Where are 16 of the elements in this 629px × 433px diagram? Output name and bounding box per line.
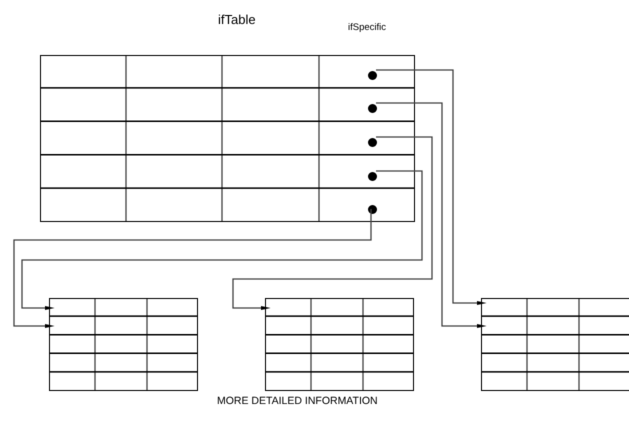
caption: MORE DETAILED INFORMATION xyxy=(217,395,378,407)
detail-table xyxy=(265,298,414,391)
arrow xyxy=(376,69,487,305)
pointer-dot xyxy=(368,172,377,181)
detail-table xyxy=(49,298,198,391)
arrow xyxy=(376,102,487,328)
arrow xyxy=(13,209,372,328)
table-title: ifTable xyxy=(218,12,256,27)
arrow xyxy=(232,136,433,310)
detail-table xyxy=(481,298,629,391)
pointer-dot xyxy=(368,138,377,147)
pointer-dot xyxy=(368,104,377,113)
pointer-dot xyxy=(368,205,377,214)
column-label: ifSpecific xyxy=(348,22,386,33)
pointer-dot xyxy=(368,71,377,80)
arrow xyxy=(21,170,423,310)
